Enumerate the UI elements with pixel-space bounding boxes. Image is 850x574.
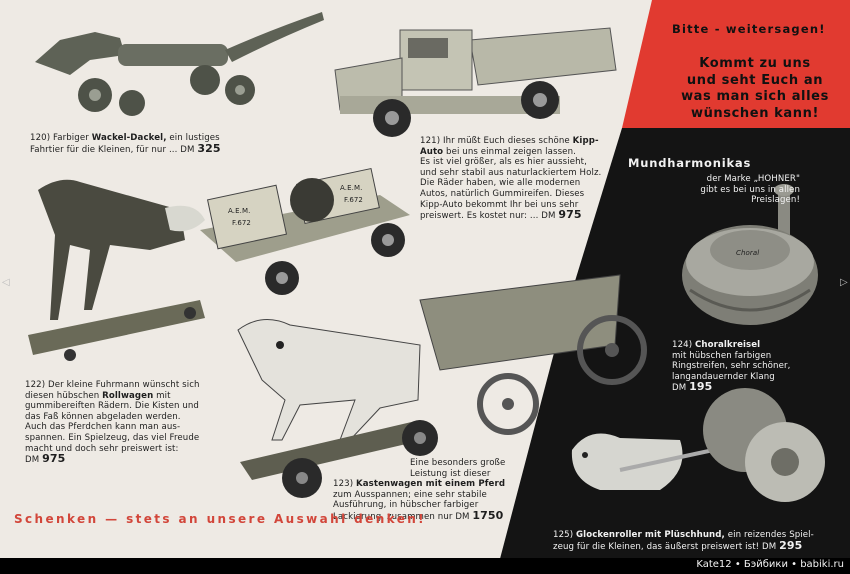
crate-label-1b: F.672 xyxy=(232,219,251,227)
crate-label-2: A.E.M. xyxy=(340,184,363,192)
kastenwagen-price: 1750 xyxy=(472,508,504,522)
watermark: Kate12 • Бэйбики • babiki.ru xyxy=(696,559,844,570)
item-choralkreisel-text: 124) Choralkreisel mit hübschen farbigen… xyxy=(672,340,791,394)
mundharmonikas-title: Mundharmonikas xyxy=(628,156,752,170)
item-rollwagen-text: 122) Der kleine Fuhrmann wünscht sich di… xyxy=(25,380,200,466)
red-panel-body: Kommt zu uns und seht Euch an was man si… xyxy=(681,56,829,121)
glockenroller-price: 295 xyxy=(779,538,803,552)
item-glockenroller-text: 125) Glockenroller mit Plüschhund, ein r… xyxy=(553,530,814,552)
item-kipp-auto-text: 121) Ihr müßt Euch dieses schöne Kipp- A… xyxy=(420,136,602,222)
next-page-icon[interactable]: ▷ xyxy=(840,277,848,288)
choralkreisel-toy-image xyxy=(682,184,818,325)
rollwagen-price: 975 xyxy=(42,452,66,466)
item-kastenwagen-lead: Eine besonders große Leistung ist dieser xyxy=(410,458,506,479)
mundharmonikas-body: der Marke „HOHNER" gibt es bei uns in al… xyxy=(700,174,800,206)
dackel-toy-image xyxy=(35,12,324,116)
crate-label-1: A.E.M. xyxy=(228,207,251,215)
kastenwagen-toy-image xyxy=(237,274,647,498)
crate-label-2b: F.672 xyxy=(344,196,363,204)
bottom-strip xyxy=(0,558,850,574)
prev-page-icon[interactable]: ◁ xyxy=(2,277,10,288)
top-label: Choral xyxy=(736,249,760,257)
choralkreisel-price: 195 xyxy=(689,380,713,394)
kipp-auto-price: 975 xyxy=(558,208,582,222)
red-panel-header: Bitte - weitersagen! xyxy=(672,22,826,36)
item-dackel-text: 120) Farbiger Wackel-Dackel, ein lustige… xyxy=(30,133,221,155)
rollwagen-toy-image xyxy=(28,167,410,361)
kipp-auto-toy-image xyxy=(334,27,617,137)
glockenroller-toy-image xyxy=(571,388,825,502)
dackel-price: 325 xyxy=(197,141,221,155)
bottom-banner: Schenken — stets an unsere Auswahl denke… xyxy=(14,512,427,526)
item-kastenwagen-text: 123) Kastenwagen mit einem Pferd zum Aus… xyxy=(333,479,506,522)
red-panel xyxy=(622,0,850,128)
